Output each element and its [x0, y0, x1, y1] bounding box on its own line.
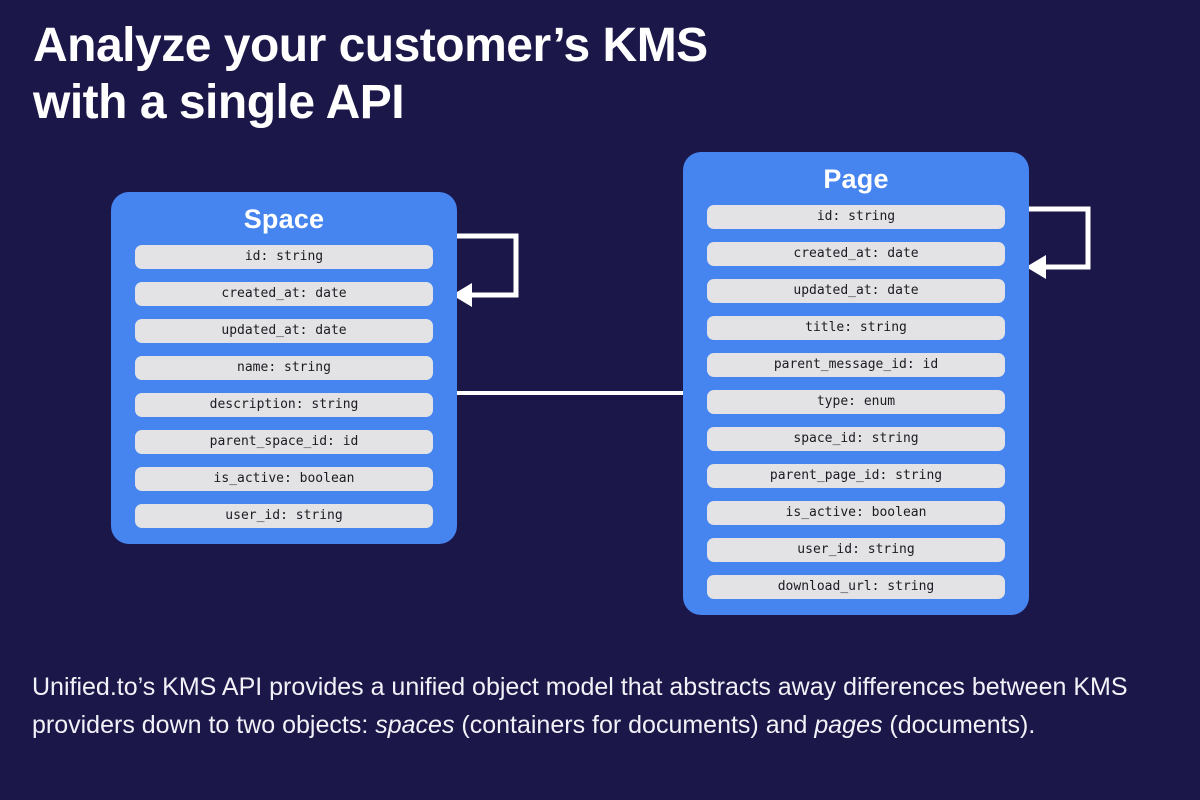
field-space-user-id: user_id: string: [135, 504, 433, 528]
caption-text-3: (documents).: [882, 711, 1036, 739]
space-self-reference-arrow: [452, 233, 519, 307]
field-page-created-at: created_at: date: [707, 242, 1005, 266]
entity-title-page: Page: [823, 164, 889, 194]
field-list-page: id: string created_at: date updated_at: …: [707, 205, 1005, 599]
field-page-title: title: string: [707, 316, 1005, 340]
caption-emphasis-pages: pages: [814, 711, 883, 739]
field-space-parent-space-id: parent_space_id: id: [135, 430, 433, 454]
field-page-is-active: is_active: boolean: [707, 501, 1005, 525]
field-page-user-id: user_id: string: [707, 538, 1005, 562]
field-page-updated-at: updated_at: date: [707, 279, 1005, 303]
entity-title-space: Space: [243, 204, 325, 234]
entity-card-page[interactable]: Page id: string created_at: date updated…: [683, 152, 1029, 615]
field-page-parent-page-id: parent_page_id: string: [707, 464, 1005, 488]
field-space-updated-at: updated_at: date: [135, 319, 433, 343]
field-list-space: id: string created_at: date updated_at: …: [135, 245, 433, 528]
caption-paragraph: Unified.to’s KMS API provides a unified …: [32, 668, 1172, 744]
page-self-reference-arrow: [1026, 206, 1091, 279]
field-page-type: type: enum: [707, 390, 1005, 414]
field-space-description: description: string: [135, 393, 433, 417]
entity-relationship-diagram: Space id: string created_at: date update…: [111, 152, 1091, 615]
caption-text-2: (containers for documents) and: [454, 711, 815, 739]
field-page-parent-message-id: parent_message_id: id: [707, 353, 1005, 377]
caption-text-1: Unified.to’s KMS API provides a unified …: [32, 673, 1128, 739]
field-page-download-url: download_url: string: [707, 575, 1005, 599]
field-page-space-id: space_id: string: [707, 427, 1005, 451]
page-title: Analyze your customer’s KMS with a singl…: [33, 19, 708, 129]
field-space-name: name: string: [135, 356, 433, 380]
entity-card-space[interactable]: Space id: string created_at: date update…: [111, 192, 457, 544]
caption-emphasis-spaces: spaces: [375, 711, 455, 739]
field-page-id: id: string: [707, 205, 1005, 229]
field-space-created-at: created_at: date: [135, 282, 433, 306]
field-space-id: id: string: [135, 245, 433, 269]
field-space-is-active: is_active: boolean: [135, 467, 433, 491]
